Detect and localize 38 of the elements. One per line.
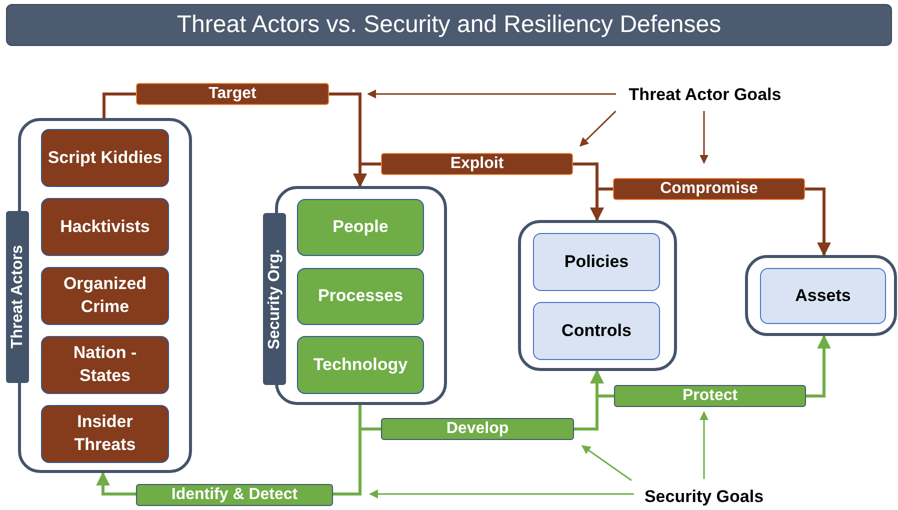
group-container: [518, 220, 677, 371]
arrow: [805, 188, 831, 256]
action-bar: Protect: [614, 385, 806, 407]
action-bar: Identify & Detect: [136, 484, 333, 506]
side-tab: Security Org.: [263, 213, 286, 385]
arrow: [96, 472, 136, 496]
action-bar: Compromise: [613, 178, 805, 200]
arrow: [700, 411, 708, 479]
connector-line: [358, 405, 381, 430]
process-box: Policies: [533, 233, 660, 291]
arrow: [590, 370, 614, 398]
connector-line: [102, 92, 136, 118]
arrow: [353, 162, 381, 188]
actor-box: Insider Threats: [41, 405, 169, 463]
process-box: Controls: [533, 302, 660, 360]
actor-box: Hacktivists: [41, 198, 169, 256]
actor-box: Script Kiddies: [41, 129, 169, 187]
goal-label: Security Goals: [638, 485, 770, 509]
arrow: [580, 110, 616, 147]
action-bar: Target: [136, 83, 329, 105]
process-box: Technology: [297, 336, 424, 394]
arrow: [369, 490, 634, 498]
goal-label: Threat Actor Goals: [620, 83, 790, 107]
arrow: [367, 90, 616, 98]
action-bar: Exploit: [381, 153, 573, 175]
process-box: People: [297, 199, 424, 256]
side-tab: Threat Actors: [6, 211, 29, 383]
group-container: [745, 255, 897, 336]
arrow: [581, 445, 632, 482]
actor-box: Nation - States: [41, 336, 169, 394]
process-box: Processes: [297, 268, 424, 325]
action-bar: Develop: [381, 418, 574, 440]
process-box: Assets: [760, 268, 886, 324]
actor-box: Organized Crime: [41, 267, 169, 325]
title-bar: Threat Actors vs. Security and Resiliency Defenses: [6, 4, 892, 46]
arrow: [700, 111, 708, 164]
arrow: [806, 334, 831, 398]
arrow: [590, 188, 613, 222]
